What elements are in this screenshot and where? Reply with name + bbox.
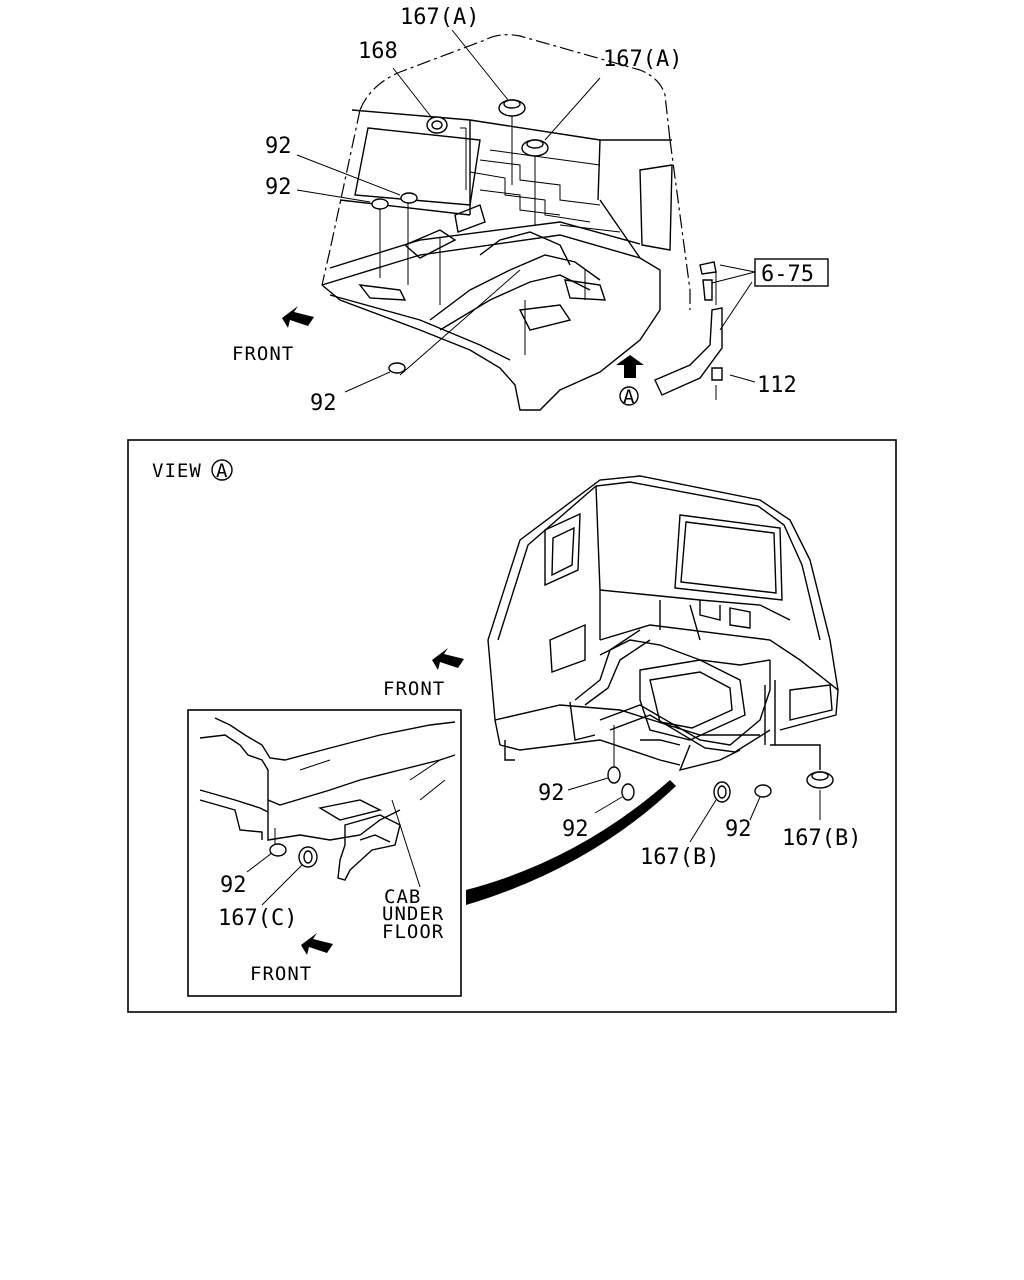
cab-top-view: A [282, 29, 756, 411]
label-112: 112 [757, 373, 797, 398]
plug-92-a [400, 192, 418, 204]
label-92-e: 92 [562, 817, 589, 842]
view-a-letter: A [623, 386, 635, 408]
plug-92-f [754, 784, 772, 798]
view-a-arrow [616, 355, 644, 378]
side-bracket [654, 261, 723, 400]
ref-box-6-75 [754, 258, 829, 287]
view-a-letter-label: A [216, 460, 228, 482]
label-167b-2: 167(B) [782, 826, 861, 851]
label-168: 168 [358, 39, 398, 64]
grommet-167a-1 [498, 99, 526, 117]
label-167b-1: 167(B) [640, 845, 719, 870]
grommet-167b-2 [806, 771, 834, 789]
label-92-b: 92 [265, 175, 292, 200]
grommet-167c [298, 846, 318, 868]
grommet-167b-1 [713, 781, 731, 803]
front-arrow-inset [301, 933, 333, 955]
front-arrow-top [282, 306, 314, 328]
view-a-circle [619, 386, 639, 406]
plug-92-d [607, 766, 621, 784]
plug-92-g [269, 843, 287, 857]
label-6-75: 6-75 [761, 262, 814, 287]
front-arrow-view-a [432, 648, 464, 670]
label-under: UNDER [382, 903, 444, 925]
label-view: VIEW [152, 460, 202, 482]
label-front-view-a: FRONT [383, 678, 445, 700]
label-167a-right: 167(A) [603, 47, 682, 72]
plug-92-b [371, 198, 389, 210]
view-a-circle-label [211, 459, 233, 481]
detail-inset-frame [187, 709, 462, 997]
label-92-f: 92 [725, 817, 752, 842]
grommet-168 [426, 116, 448, 134]
label-167c: 167(C) [218, 906, 297, 931]
label-167a-top: 167(A) [400, 5, 479, 30]
label-cab: CAB [384, 886, 421, 908]
label-92-a: 92 [265, 134, 292, 159]
cab-underside-view [432, 475, 839, 843]
plug-92-e [621, 783, 635, 801]
detail-under-floor [199, 717, 456, 955]
grommet-167a-2 [521, 139, 549, 157]
label-front-top: FRONT [232, 343, 294, 365]
label-floor: FLOOR [382, 921, 444, 943]
view-a-frame [127, 439, 897, 1013]
label-92-c: 92 [310, 391, 337, 416]
label-92-g: 92 [220, 873, 247, 898]
plug-92-c [388, 362, 406, 374]
detail-pointer-band [466, 780, 676, 905]
label-front-inset: FRONT [250, 963, 312, 985]
label-92-d: 92 [538, 781, 565, 806]
